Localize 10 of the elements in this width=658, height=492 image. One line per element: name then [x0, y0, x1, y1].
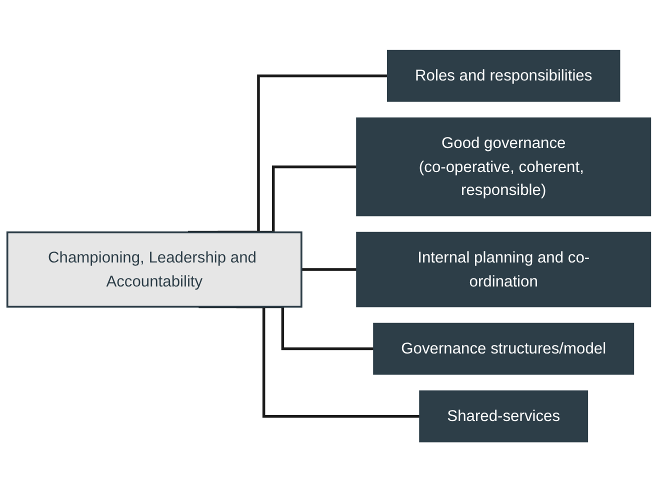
node-box: Roles and responsibilities — [387, 50, 620, 102]
connector — [301, 268, 357, 271]
connector — [188, 74, 388, 234]
connector — [218, 165, 357, 234]
node-box: Governance structures/model — [373, 322, 634, 375]
node-box: Good governance (co-operative, coherent, responsible) — [356, 117, 652, 216]
node-box: Shared-services — [419, 390, 588, 442]
connector — [198, 305, 420, 418]
node-box: Championing, Leadership and Accountability — [6, 231, 302, 308]
node-box: Internal planning and co-ordination — [356, 232, 652, 308]
